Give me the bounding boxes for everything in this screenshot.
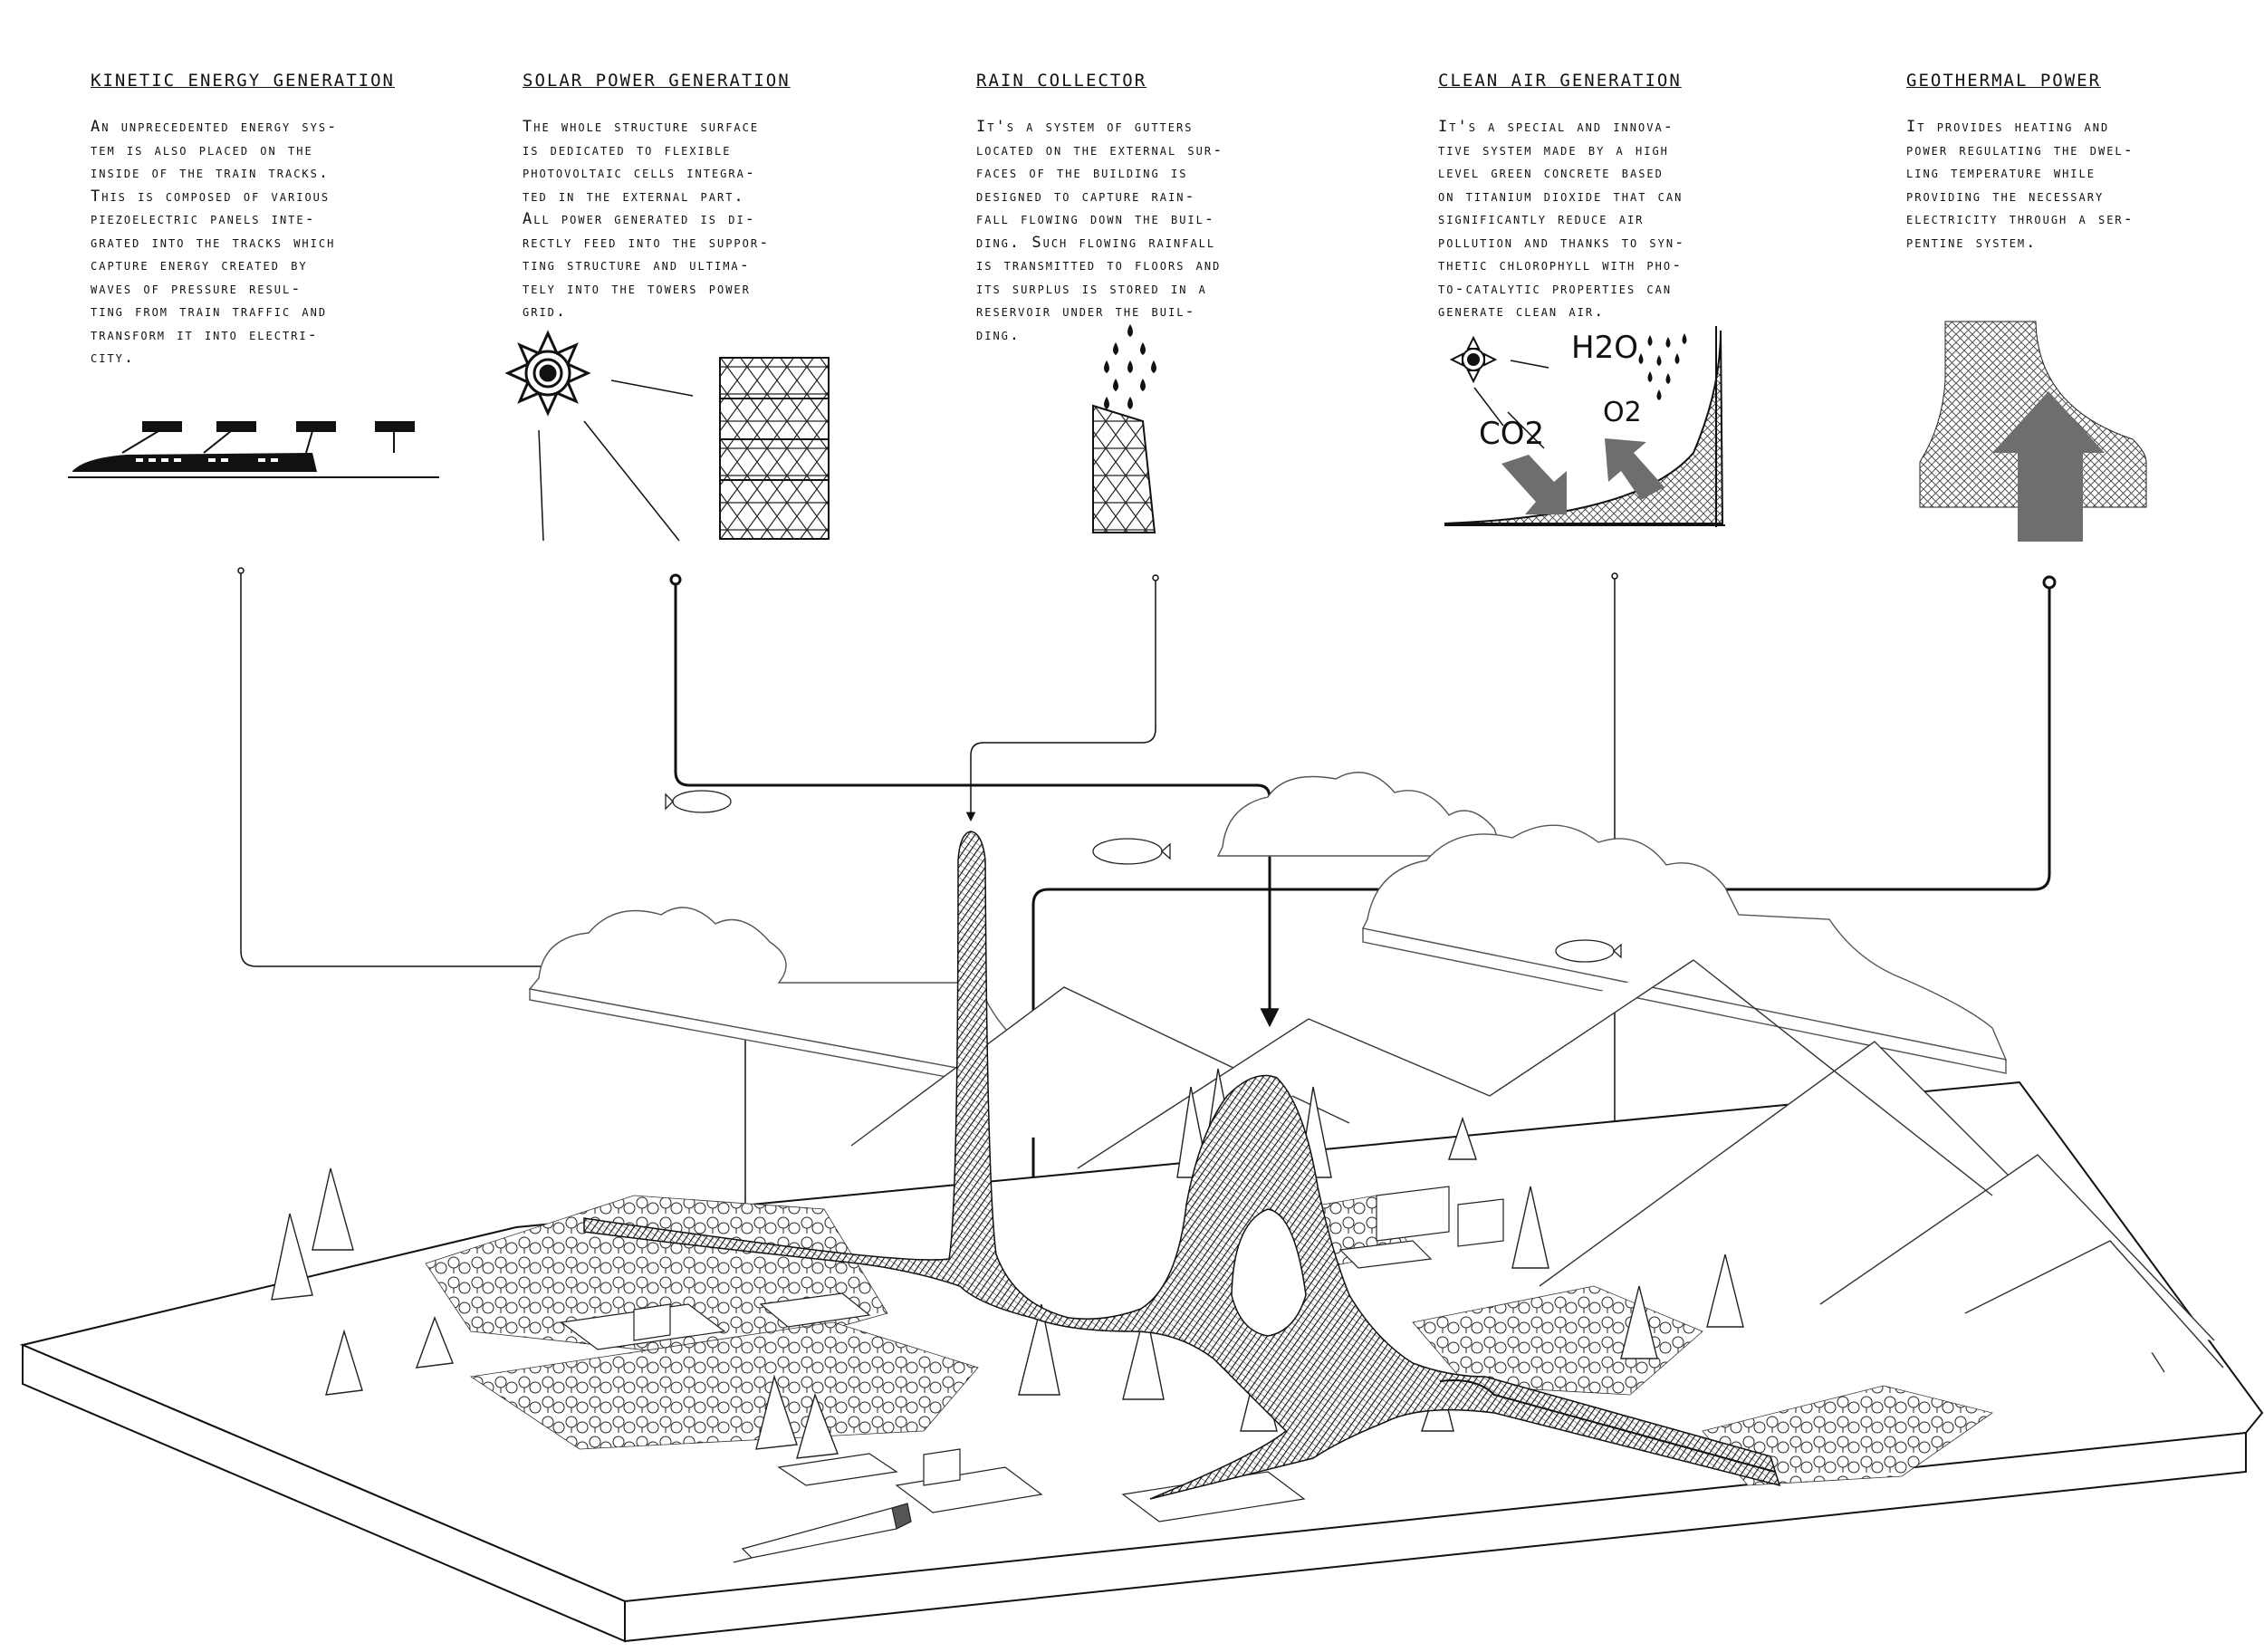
section-body: It provides heating and power regulating…: [1906, 118, 2134, 252]
train-on-site: [733, 1503, 912, 1563]
section-title: Clean air generation: [1438, 71, 1682, 91]
section-kinetic: Kinetic energy generation An unprecedent…: [91, 71, 435, 370]
section-body: It's a special and innova- tive system m…: [1438, 118, 1686, 321]
section-title: Rain collector: [976, 71, 1147, 91]
section-body: An unprecedented energy sys- tem is also…: [91, 118, 339, 367]
solar-facade-icon: [719, 357, 830, 540]
rain-drops-icon: [1104, 324, 1156, 409]
section-body: The whole structure surface is dedicated…: [523, 118, 771, 321]
geothermal-icon: [1919, 321, 2147, 542]
section-title: Kinetic energy generation: [91, 71, 395, 91]
section-solar: Solar power generation The whole structu…: [523, 71, 867, 324]
clouds: [528, 772, 2008, 1099]
train-icon: [68, 421, 439, 478]
clean-air-icon: H2O CO2 O2: [1444, 326, 1725, 527]
co2-label: CO2: [1479, 416, 1544, 452]
section-title: Solar power generation: [523, 71, 791, 91]
o2-label: O2: [1603, 397, 1642, 428]
city-blocks: [560, 1186, 1504, 1522]
solar-flower-icon: [504, 330, 591, 417]
blimps: [665, 790, 1622, 963]
section-body: It's a system of gutters located on the …: [976, 118, 1224, 344]
section-geo: Geothermal power It provides heating and…: [1906, 71, 2250, 255]
h2o-label: H2O: [1571, 330, 1638, 366]
section-title: Geothermal power: [1906, 71, 2102, 91]
section-rain: Rain collector It's a system of gutters …: [976, 71, 1320, 347]
solar-connector-lines: [538, 379, 694, 542]
tower-structure: [583, 831, 1781, 1500]
rain-wall-icon: [1092, 404, 1156, 533]
section-air: Clean air generation It's a special and …: [1438, 71, 1782, 324]
